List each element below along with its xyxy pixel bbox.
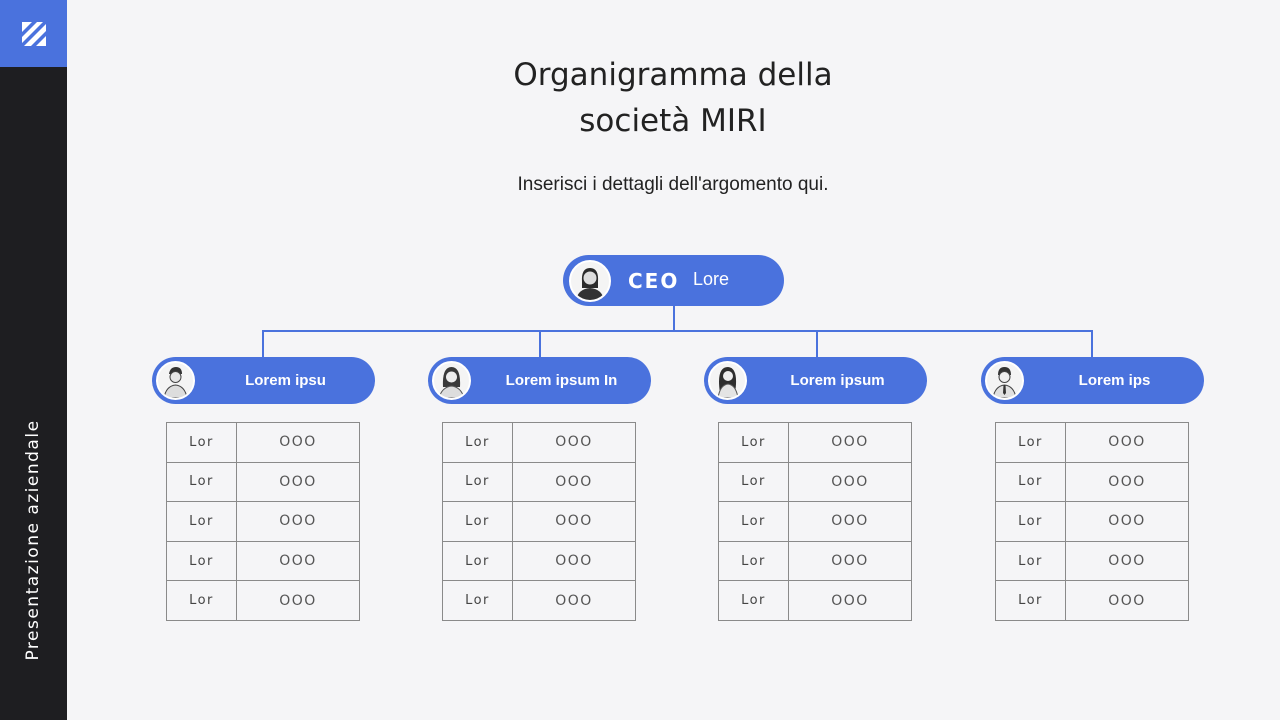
table-cell-label: Lor [718, 422, 789, 463]
table-cell-label: Lor [442, 461, 513, 503]
department-name: Lorem ipsum [790, 372, 885, 389]
avatar [985, 361, 1024, 400]
table-cell-value: OOO [512, 422, 636, 463]
table-cell-label: Lor [718, 580, 789, 621]
table-cell-value: OOO [788, 540, 912, 582]
table-cell-value: OOO [788, 580, 912, 621]
ceo-role: CEO [628, 269, 680, 293]
table-cell-label: Lor [718, 461, 789, 503]
table-cell-value: OOO [1065, 461, 1189, 503]
person-icon [438, 367, 465, 398]
department-node: Lorem ipsu [152, 357, 375, 404]
department-name: Lorem ips [1078, 372, 1151, 389]
department-node: Lorem ipsum In [428, 357, 651, 404]
table-cell-value: OOO [512, 501, 636, 542]
table-cell-value: OOO [236, 501, 360, 542]
person-icon [717, 367, 739, 398]
table-cell-label: Lor [166, 422, 237, 463]
department-name: Lorem ipsu [245, 372, 326, 389]
table-cell-value: OOO [1065, 540, 1189, 582]
table-cell-label: Lor [166, 461, 237, 503]
table-cell-label: Lor [166, 540, 237, 582]
page-title: Organigramma della società MIRI [513, 57, 833, 139]
avatar [432, 361, 471, 400]
table-cell-label: Lor [442, 580, 513, 621]
table-cell-label: Lor [995, 422, 1066, 463]
department-node: Lorem ipsum [704, 357, 927, 404]
department-node: Lorem ips [981, 357, 1204, 404]
sidebar: Presentazione aziendale [0, 0, 67, 720]
ceo-node: CEO Lore [563, 255, 784, 306]
table-cell-value: OOO [512, 580, 636, 621]
table-cell-value: OOO [236, 461, 360, 503]
page-subtitle: Inserisci i dettagli dell'argomento qui. [517, 174, 829, 195]
table-cell-value: OOO [788, 501, 912, 542]
logo [0, 0, 67, 67]
table-cell-label: Lor [718, 501, 789, 542]
table-cell-value: OOO [788, 461, 912, 503]
table-cell-value: OOO [788, 422, 912, 463]
table-cell-label: Lor [995, 501, 1066, 542]
avatar [156, 361, 195, 400]
person-icon [576, 268, 604, 300]
department-name: Lorem ipsum In [505, 372, 618, 389]
table-cell-value: OOO [512, 461, 636, 503]
table-cell-value: OOO [1065, 580, 1189, 621]
avatar [569, 260, 611, 302]
table-cell-value: OOO [236, 580, 360, 621]
table-cell-label: Lor [442, 422, 513, 463]
table-cell-label: Lor [166, 580, 237, 621]
table-cell-label: Lor [995, 461, 1066, 503]
person-icon [163, 367, 188, 398]
table-cell-value: OOO [512, 540, 636, 582]
table-cell-label: Lor [442, 540, 513, 582]
table-cell-label: Lor [166, 501, 237, 542]
table-cell-value: OOO [236, 422, 360, 463]
table-cell-value: OOO [236, 540, 360, 582]
table-cell-label: Lor [442, 501, 513, 542]
striped-logo-icon [21, 21, 46, 46]
table-cell-label: Lor [718, 540, 789, 582]
table-cell-value: OOO [1065, 501, 1189, 542]
avatar [708, 361, 747, 400]
table-cell-label: Lor [995, 580, 1066, 621]
person-icon [992, 367, 1017, 398]
table-cell-label: Lor [995, 540, 1066, 582]
ceo-name: Lore [693, 269, 730, 289]
table-cell-value: OOO [1065, 422, 1189, 463]
